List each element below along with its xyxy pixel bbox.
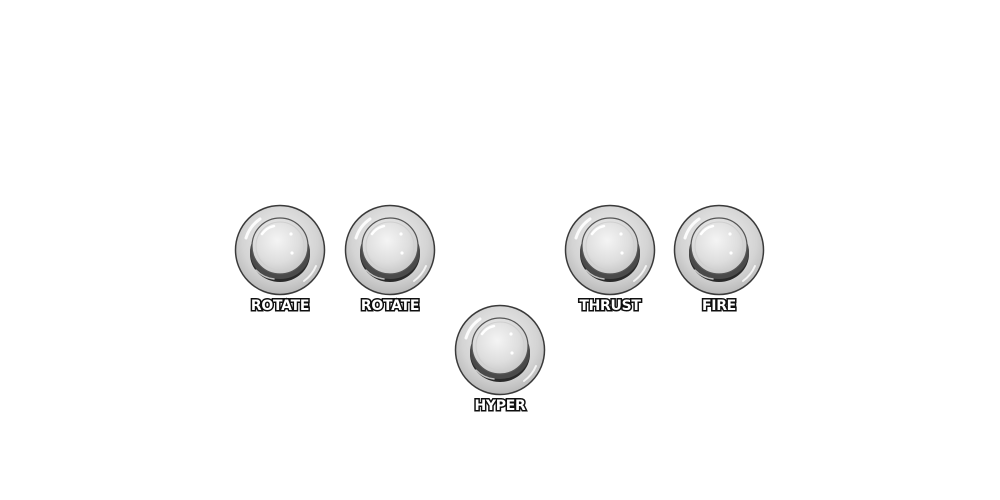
hyper-control: HYPER bbox=[445, 304, 555, 434]
rotate-right-button[interactable] bbox=[344, 204, 436, 296]
rotate-right-control: ROTATE bbox=[335, 204, 445, 334]
arcade-button-icon bbox=[673, 204, 765, 296]
rotate-left-button[interactable] bbox=[234, 204, 326, 296]
fire-control: FIRE bbox=[664, 204, 774, 334]
arcade-button-icon bbox=[454, 304, 546, 396]
rotate-left-control: ROTATE bbox=[225, 204, 335, 334]
thrust-control: THRUST bbox=[555, 204, 665, 334]
fire-button[interactable] bbox=[673, 204, 765, 296]
thrust-button[interactable] bbox=[564, 204, 656, 296]
arcade-button-icon bbox=[344, 204, 436, 296]
hyper-label: HYPER bbox=[473, 397, 527, 416]
arcade-button-icon bbox=[564, 204, 656, 296]
rotate-left-label: ROTATE bbox=[249, 297, 311, 316]
fire-label: FIRE bbox=[701, 297, 738, 316]
hyper-button[interactable] bbox=[454, 304, 546, 396]
thrust-label: THRUST bbox=[578, 297, 643, 316]
arcade-button-icon bbox=[234, 204, 326, 296]
rotate-right-label: ROTATE bbox=[359, 297, 421, 316]
